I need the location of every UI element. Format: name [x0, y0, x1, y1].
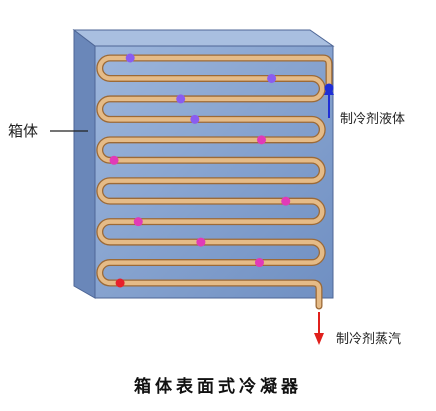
- refrigerant-bubble: [196, 237, 206, 247]
- refrigerant-bubble: [257, 135, 266, 145]
- inlet-label: 制冷剂液体: [340, 112, 406, 127]
- refrigerant-bubble: [109, 155, 119, 165]
- tube-body: [97, 55, 332, 309]
- refrigerant-bubble: [133, 217, 143, 227]
- refrigerant-bubble: [267, 73, 277, 83]
- refrigerant-bubble: [190, 114, 200, 124]
- box-top: [72, 29, 335, 47]
- refrigerant-bubble: [254, 258, 264, 268]
- serpentine-tube: [96, 54, 333, 310]
- outlet-arrow-icon: [314, 312, 324, 345]
- refrigerant-bubble: [125, 53, 135, 63]
- box-front: [94, 45, 334, 299]
- inlet-arrow-icon: [324, 84, 334, 118]
- refrigerant-bubbles: [109, 53, 334, 288]
- refrigerant-bubble: [115, 278, 125, 288]
- figure-caption: 箱体表面式冷凝器: [134, 377, 302, 397]
- box-label: 箱体: [8, 122, 39, 140]
- refrigerant-bubble: [281, 196, 291, 206]
- refrigerant-bubble: [176, 94, 186, 104]
- outlet-label: 制冷剂蒸汽: [336, 332, 402, 347]
- box-side: [73, 28, 96, 299]
